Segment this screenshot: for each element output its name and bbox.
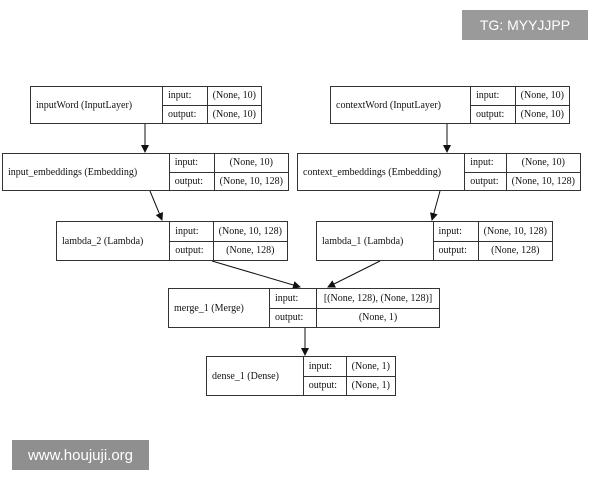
shape-values: (None, 1) (None, 1) xyxy=(346,357,395,395)
output-shape: (None, 10, 128) xyxy=(511,175,575,187)
io-labels: input: output: xyxy=(170,222,214,260)
input-shape: (None, 10, 128) xyxy=(478,222,552,242)
shape-values: [(None, 128), (None, 128)] (None, 1) xyxy=(317,289,439,327)
input-shape: (None, 10, 128) xyxy=(213,222,287,242)
input-label: input: xyxy=(471,87,515,106)
io-labels: input: output: xyxy=(270,289,317,327)
edge-input-embeddings-to-lambda-2 xyxy=(149,190,164,221)
watermark-site: www.houjuji.org xyxy=(12,440,149,470)
input-label: input: xyxy=(303,357,346,377)
layer-node-lambda-2: lambda_2 (Lambda)input: output: (None, 10,… xyxy=(56,221,288,261)
output-label: output: xyxy=(308,380,338,392)
layer-name: inputWord (InputLayer) xyxy=(31,87,164,123)
watermark-tg: TG: MYYJJPP xyxy=(462,10,588,40)
input-label: input: xyxy=(433,222,478,242)
layer-name: lambda_1 (Lambda) xyxy=(317,222,434,260)
layer-node-context-embeddings: context_embeddings (Embedding)input: outp… xyxy=(297,153,581,191)
io-labels: input: output: xyxy=(303,357,347,395)
input-label: input: xyxy=(163,87,207,106)
io-labels: input: output: xyxy=(471,87,516,123)
shape-values: (None, 10, 128) (None, 128) xyxy=(213,222,287,260)
input-label: input: xyxy=(169,154,214,173)
layer-name: contextWord (InputLayer) xyxy=(331,87,471,123)
layer-node-input-embeddings: input_embeddings (Embedding)input: output… xyxy=(2,153,289,191)
layer-name: input_embeddings (Embedding) xyxy=(3,154,170,190)
edge-lambda-1-to-merge-1 xyxy=(327,260,381,288)
input-shape: [(None, 128), (None, 128)] xyxy=(317,289,439,309)
layer-name: merge_1 (Merge) xyxy=(169,289,270,327)
layer-name: lambda_2 (Lambda) xyxy=(57,222,171,260)
input-label: input: xyxy=(170,222,213,242)
output-shape: (None, 1) xyxy=(358,312,398,324)
shape-values: (None, 10) (None, 10) xyxy=(515,87,569,123)
io-labels: input: output: xyxy=(163,87,208,123)
shape-values: (None, 10) (None, 10, 128) xyxy=(506,154,580,190)
output-label: output: xyxy=(174,175,204,187)
output-shape: (None, 10) xyxy=(520,108,564,120)
output-label: output: xyxy=(438,245,467,257)
edge-lambda-2-to-merge-1 xyxy=(211,260,301,289)
io-labels: input: output: xyxy=(433,222,479,260)
output-label: output: xyxy=(476,108,505,120)
input-shape: (None, 10) xyxy=(207,87,261,106)
io-labels: input: output: xyxy=(465,154,507,190)
layer-node-lambda-1: lambda_1 (Lambda)input: output: (None, 10,… xyxy=(316,221,553,261)
output-label: output: xyxy=(275,312,304,324)
output-shape: (None, 1) xyxy=(351,380,390,392)
output-label: output: xyxy=(168,108,197,120)
layer-node-inputWord: inputWord (InputLayer)input: output: (None… xyxy=(30,86,262,124)
output-label: output: xyxy=(470,175,499,187)
input-label: input: xyxy=(270,289,316,309)
input-shape: (None, 10) xyxy=(214,154,288,173)
output-shape: (None, 128) xyxy=(491,245,540,257)
shape-values: (None, 10) (None, 10) xyxy=(207,87,261,123)
output-label: output: xyxy=(175,245,204,257)
edge-context-embeddings-to-lambda-1 xyxy=(430,190,441,221)
layer-node-contextWord: contextWord (InputLayer)input: output: (No… xyxy=(330,86,570,124)
shape-values: (None, 10, 128) (None, 128) xyxy=(478,222,552,260)
output-shape: (None, 10, 128) xyxy=(219,175,283,187)
layer-node-dense-1: dense_1 (Dense)input:output:(None, 1)(No… xyxy=(206,356,396,396)
input-shape: (None, 10) xyxy=(506,154,580,173)
output-shape: (None, 10) xyxy=(212,108,256,120)
layer-name: dense_1 (Dense) xyxy=(207,357,304,395)
input-shape: (None, 10) xyxy=(515,87,569,106)
input-shape: (None, 1) xyxy=(346,357,395,377)
output-shape: (None, 128) xyxy=(226,245,275,257)
shape-values: (None, 10) (None, 10, 128) xyxy=(214,154,288,190)
layer-node-merge-1: merge_1 (Merge)input: output: [(None, 128)… xyxy=(168,288,440,328)
io-labels: input: output: xyxy=(169,154,215,190)
input-label: input: xyxy=(465,154,506,173)
layer-name: context_embeddings (Embedding) xyxy=(298,154,466,190)
